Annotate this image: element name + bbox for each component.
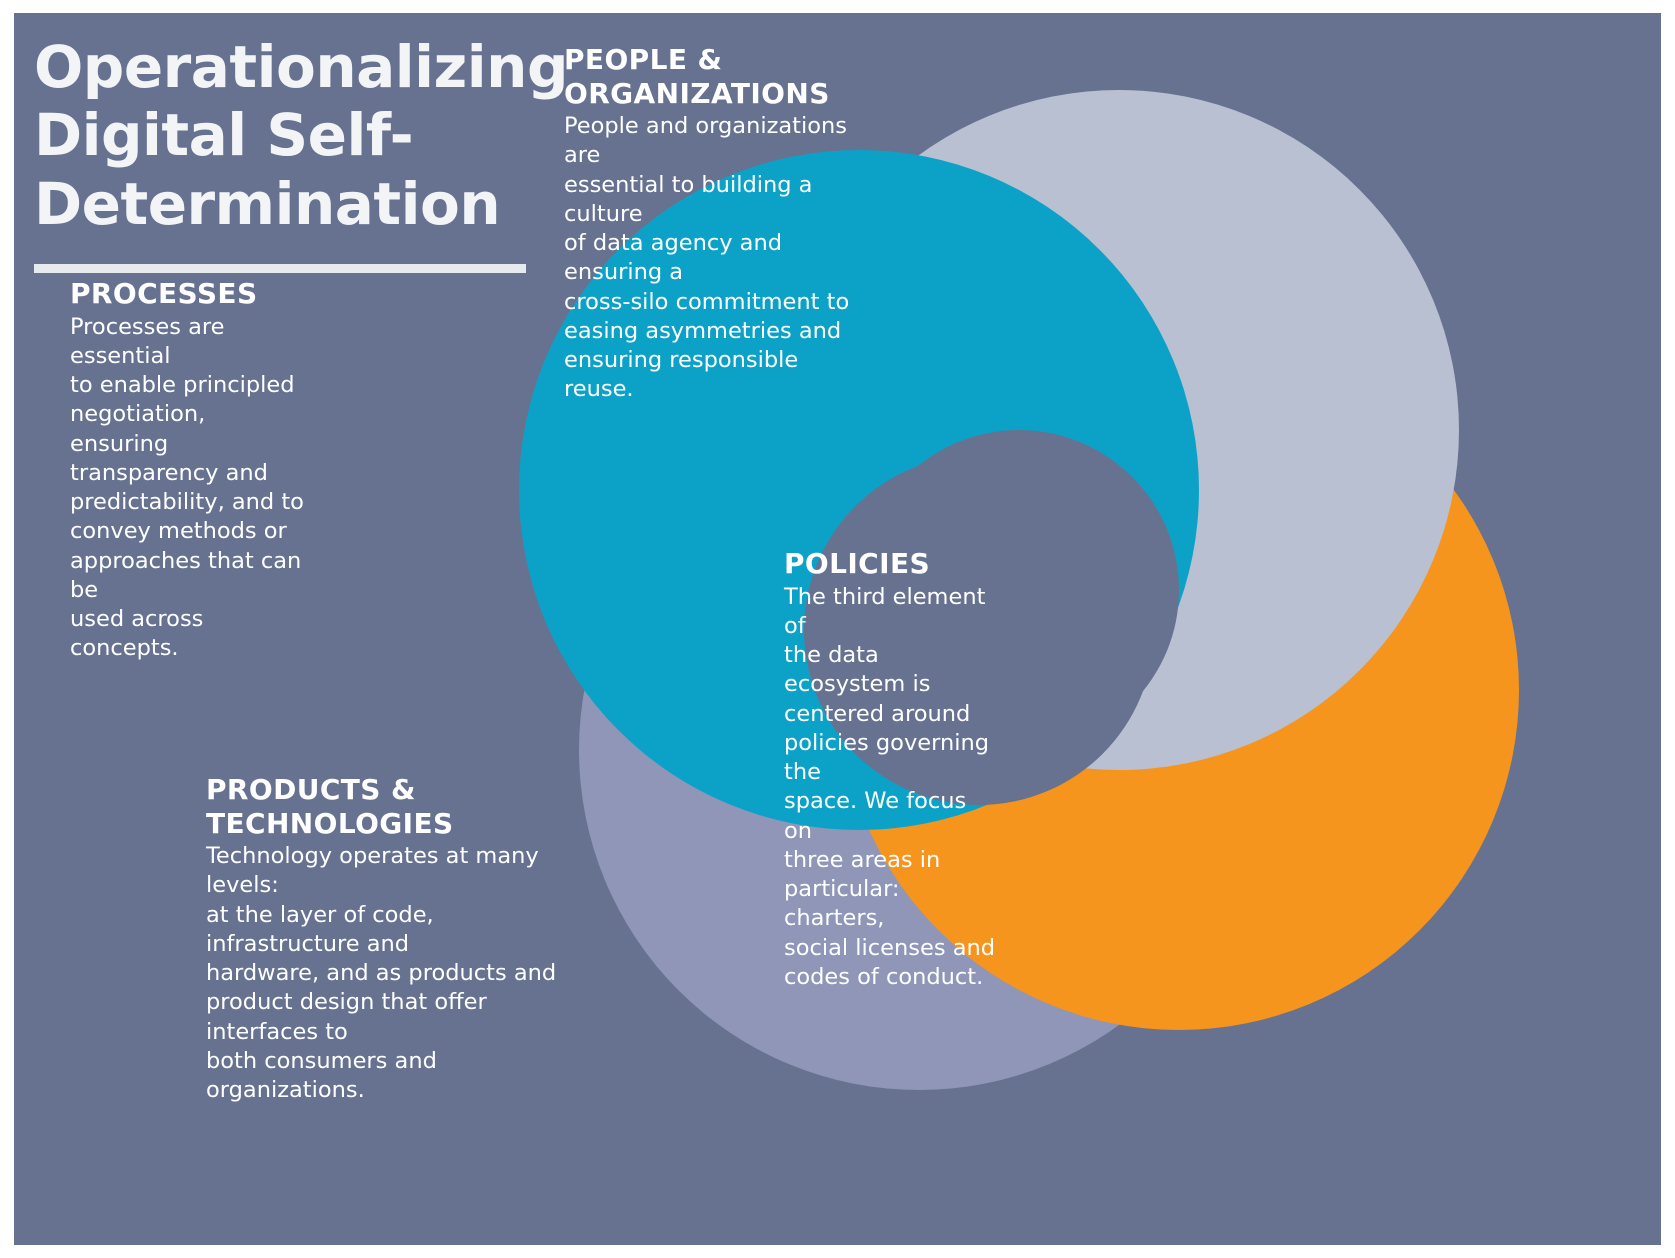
segment-people-title: PEOPLE & ORGANIZATIONS (564, 43, 830, 110)
infographic-canvas: Operationalizing Digital Self- Determina… (14, 13, 1661, 1245)
segment-products-technologies: PRODUCTS & TECHNOLOGIES Technology opera… (206, 773, 576, 1105)
segment-policies-body: The third element of the data ecosystem … (784, 583, 996, 990)
title-underline-rule (34, 264, 526, 274)
segment-people-organizations: PEOPLE & ORGANIZATIONS People and organi… (564, 43, 864, 405)
segment-processes-title: PROCESSES (70, 277, 258, 310)
ring-center-hole (859, 430, 1179, 750)
segment-processes: PROCESSES Processes are essential to ena… (70, 277, 305, 664)
segment-products-title: PRODUCTS & TECHNOLOGIES (206, 773, 454, 840)
segment-processes-body: Processes are essential to enable princi… (70, 313, 304, 662)
segment-products-body: Technology operates at many levels: at t… (206, 843, 557, 1104)
segment-people-body: People and organizations are essential t… (564, 113, 850, 403)
title-block: Operationalizing Digital Self- Determina… (34, 33, 594, 274)
page-title: Operationalizing Digital Self- Determina… (34, 33, 569, 238)
pinwheel-ring-diagram (519, 90, 1519, 1090)
segment-policies-title: POLICIES (784, 547, 931, 580)
segment-policies: POLICIES The third element of the data e… (784, 547, 999, 992)
